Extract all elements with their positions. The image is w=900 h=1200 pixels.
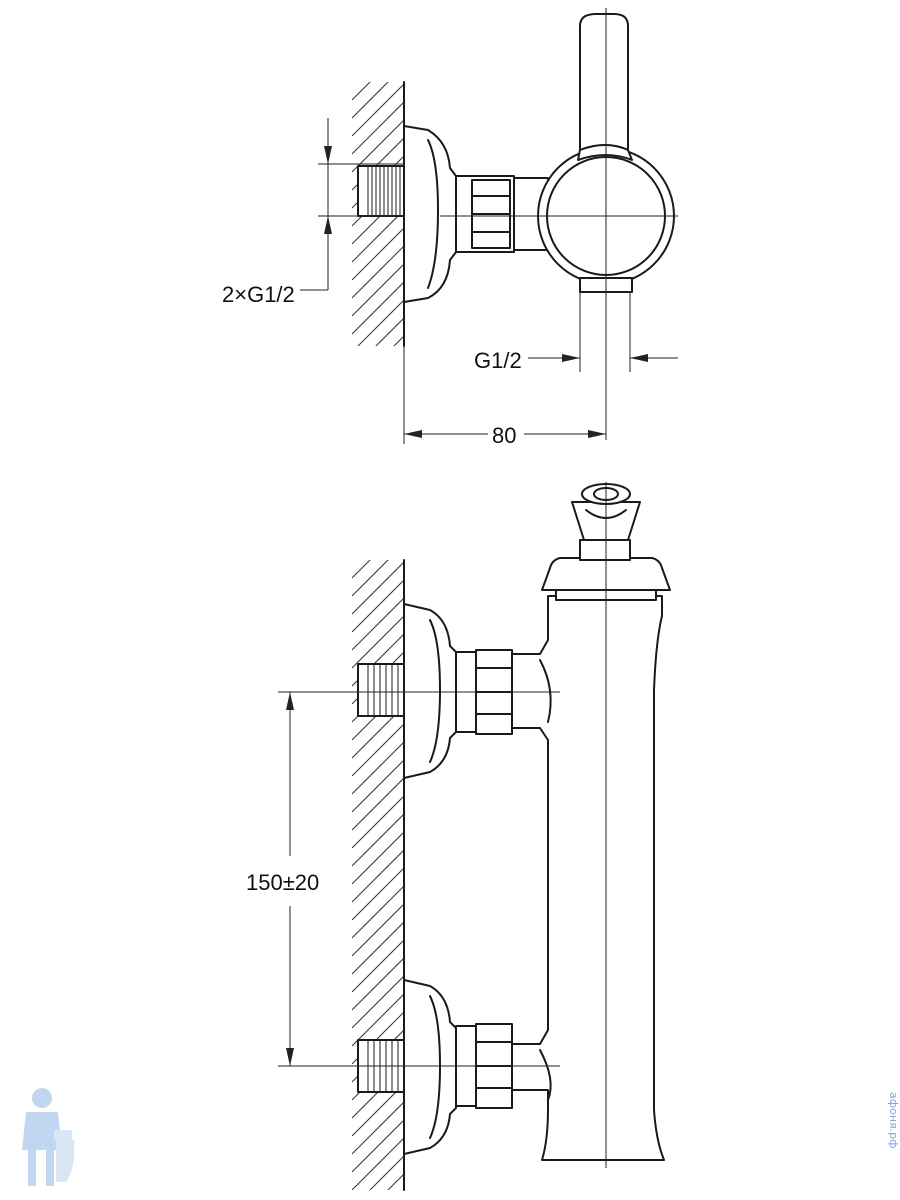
- wall-hatching-bottom: [352, 560, 404, 1190]
- hatch-line: [352, 723, 404, 777]
- hatch-line: [352, 795, 404, 849]
- plumber-mascot-icon: [22, 1088, 75, 1186]
- hatch-line: [352, 939, 404, 993]
- lever-handle: [579, 13, 629, 151]
- hatch-line: [352, 83, 404, 137]
- hatch-line: [352, 921, 404, 975]
- hatch-line: [352, 597, 404, 651]
- temperature-knob: [571, 483, 641, 541]
- hatch-line: [393, 335, 404, 346]
- hatch-line: [352, 560, 353, 561]
- hatch-line: [352, 82, 371, 101]
- hatch-line: [352, 579, 404, 633]
- hatch-line: [352, 119, 404, 173]
- hatch-line: [352, 82, 389, 119]
- hatch-line: [352, 867, 404, 921]
- hatch-line: [352, 885, 404, 939]
- hatch-line: [375, 317, 404, 346]
- hatch-line: [352, 741, 404, 795]
- hatch-line: [352, 263, 404, 317]
- hatch-line: [352, 903, 404, 957]
- hatch-line: [352, 849, 404, 903]
- inlet-thread-label: 2×G1/2: [222, 282, 295, 307]
- hatch-line: [352, 759, 404, 813]
- hatch-line: [352, 82, 353, 83]
- hatch-line: [352, 1101, 404, 1155]
- bottom-view: [278, 482, 671, 1191]
- hatch-line: [352, 1137, 404, 1190]
- watermark-text: афоня.рф: [887, 1092, 900, 1149]
- hatch-line: [352, 101, 404, 155]
- thermostat-body: [511, 595, 665, 1161]
- hatch-line: [357, 299, 404, 346]
- hatch-line: [369, 1155, 404, 1190]
- hatch-line: [352, 615, 404, 669]
- hex-nut-top: [455, 175, 549, 253]
- inlet-thread-dimension: [300, 118, 404, 291]
- hatch-line: [352, 209, 404, 263]
- hatch-line: [352, 993, 404, 1047]
- hatch-line: [387, 1173, 404, 1190]
- hatch-line: [352, 227, 404, 281]
- outlet-thread-dimension: [528, 292, 678, 372]
- hatch-line: [352, 245, 404, 299]
- hatch-line: [352, 777, 404, 831]
- hatch-line: [352, 1119, 404, 1173]
- wall-flange-top: [403, 125, 457, 303]
- outlet-thread-label: G1/2: [474, 348, 522, 373]
- hatch-line: [352, 281, 404, 335]
- inlet-spacing-label: 150±20: [246, 870, 319, 895]
- hatch-line: [352, 831, 404, 885]
- hatch-line: [352, 813, 404, 867]
- projection-label: 80: [492, 423, 516, 448]
- top-view: [352, 8, 678, 440]
- projection-dimension: [403, 346, 606, 444]
- lower-wall-flange: [403, 979, 457, 1155]
- hatch-line: [352, 560, 389, 597]
- cap-neck: [579, 539, 631, 561]
- inlet-spacing-dimension: [286, 692, 294, 1066]
- hatch-line: [352, 975, 404, 1029]
- upper-threaded-pipe: [357, 663, 405, 717]
- hatch-line: [352, 561, 404, 615]
- hatch-line: [352, 560, 371, 579]
- hatch-line: [352, 957, 404, 1011]
- upper-wall-flange: [403, 603, 457, 779]
- threaded-pipe-top: [357, 165, 405, 217]
